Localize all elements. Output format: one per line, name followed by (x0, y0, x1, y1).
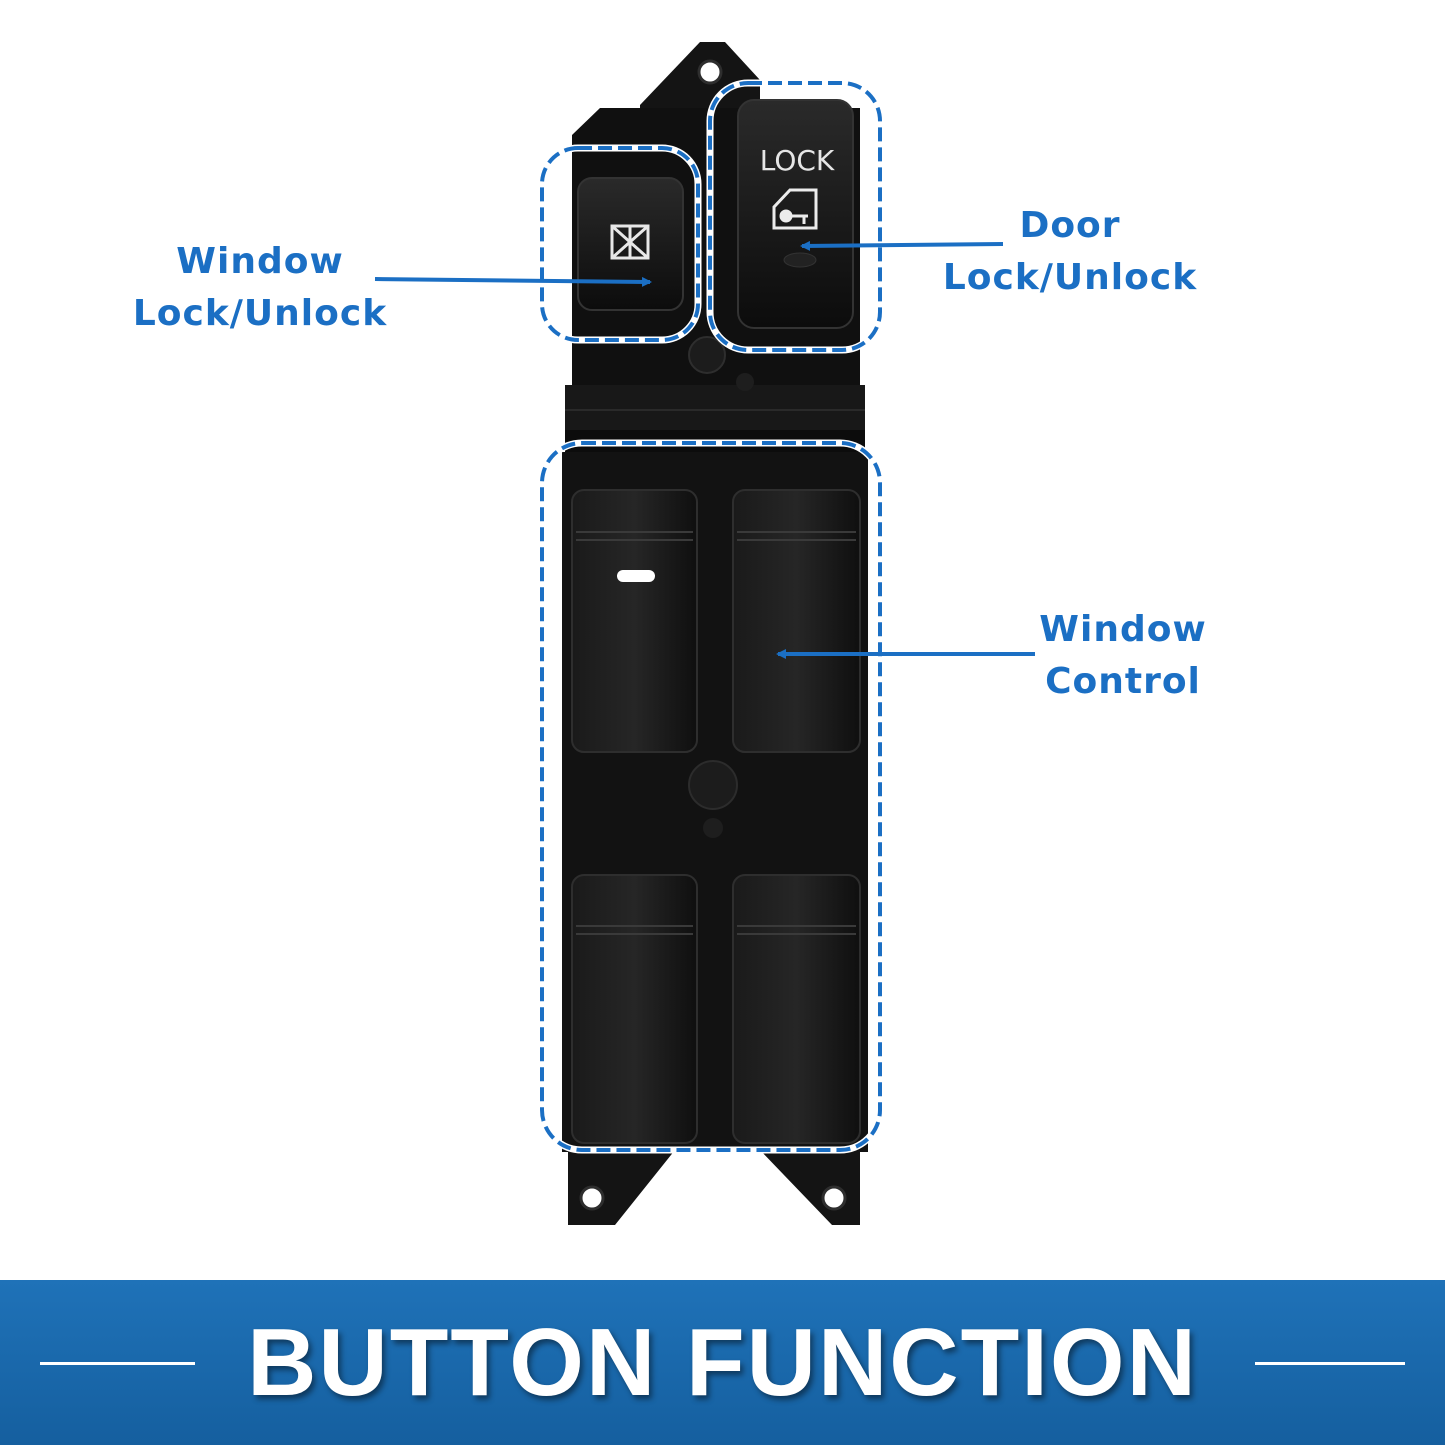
door-lock-button[interactable]: LOCK (737, 99, 854, 329)
door-lock-label: Door Lock/Unlock (920, 200, 1220, 304)
door-lock-label-line1: Door (1019, 205, 1121, 246)
window-control-label-line1: Window (1039, 609, 1207, 650)
window-switch-rear-left[interactable] (571, 874, 698, 1144)
window-lock-label-line2: Lock/Unlock (132, 293, 388, 334)
window-lock-icon (610, 224, 650, 260)
door-key-icon (772, 188, 818, 230)
window-switch-rear-right[interactable] (732, 874, 861, 1144)
bottom-left-screw-hole (579, 1185, 605, 1211)
bottom-right-screw-hole (821, 1185, 847, 1211)
window-lock-label: Window Lock/Unlock (110, 236, 410, 340)
door-lock-text: LOCK (760, 144, 835, 177)
switch-illustration: LOCK (374, 42, 1035, 1225)
window-control-label-line2: Control (1045, 661, 1201, 702)
button-function-banner: BUTTON FUNCTION (0, 1280, 1445, 1445)
banner-title: BUTTON FUNCTION (247, 1309, 1198, 1416)
window-control-buttons (571, 489, 861, 1144)
banner-rule-left (40, 1362, 195, 1365)
window-switch-front-left[interactable] (571, 489, 698, 753)
top-screw-hole (697, 59, 723, 85)
window-switch-front-right[interactable] (732, 489, 861, 753)
banner-rule-right (1255, 1362, 1405, 1365)
window-lock-button[interactable] (577, 177, 684, 311)
door-lock-label-line2: Lock/Unlock (942, 257, 1198, 298)
window-lock-arrow (374, 276, 652, 287)
auto-indicator (617, 570, 655, 582)
door-lock-arrow (800, 240, 1004, 251)
bottom-mounting-tab (568, 1150, 860, 1225)
window-control-label: Window Control (1000, 604, 1246, 708)
window-lock-label-line1: Window (176, 241, 344, 282)
